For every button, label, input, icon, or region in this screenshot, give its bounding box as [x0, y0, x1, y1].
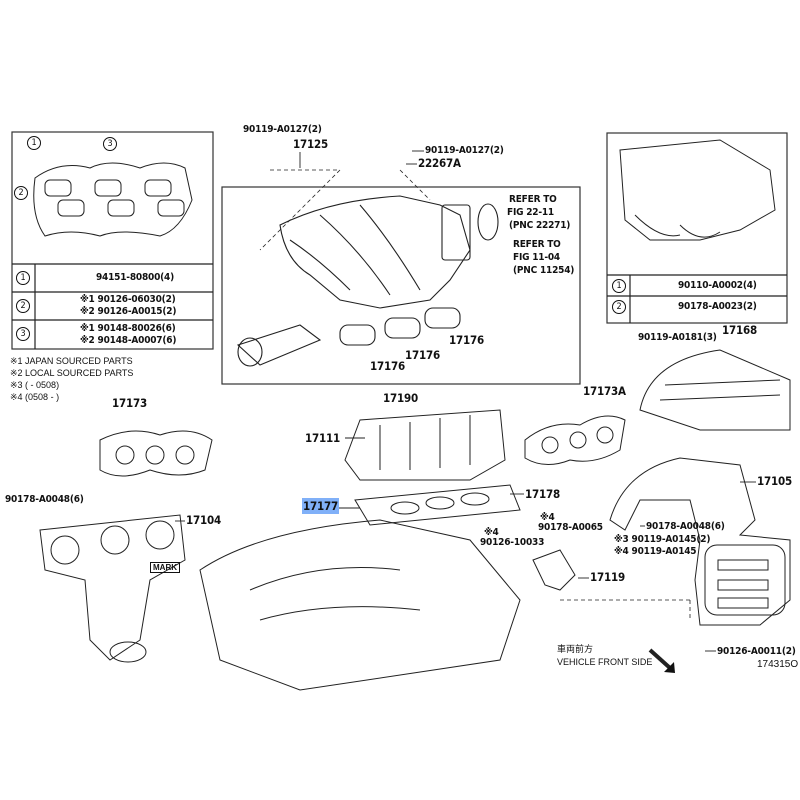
right-legend-num-2: 2 — [612, 300, 626, 314]
intake-manifold-frame — [221, 186, 581, 385]
refer-1-line-3: (PNC 22271) — [509, 220, 571, 231]
label-17111: 17111 — [305, 431, 340, 445]
label-17104: 17104 — [186, 513, 221, 527]
legend-part-94151-80800: 94151-80800(4) — [96, 272, 175, 283]
legend-part-90126-06030: ※1 90126-06030(2) — [80, 294, 176, 305]
label-stud-note: ※4 — [484, 527, 499, 538]
label-17176-c: 17176 — [449, 333, 484, 347]
label-nut-left: 90178-A0048(6) — [5, 494, 84, 505]
label-17119: 17119 — [590, 570, 625, 584]
label-nut-right: 90178-A0048(6) — [646, 521, 725, 532]
legend-part-90148-A0007: ※2 90148-A0007(6) — [80, 335, 177, 346]
refer-1-line-2: FIG 22-11 — [507, 207, 554, 218]
label-stud-90126-10033: 90126-10033 — [480, 537, 545, 548]
heat-insulator-17168 — [639, 349, 791, 431]
note-4: ※4 (0508 - ) — [10, 392, 60, 402]
exhaust-manifold-17105 — [609, 457, 791, 626]
note-3: ※3 ( - 0508) — [10, 380, 60, 390]
mark-box: MARK — [150, 562, 180, 573]
label-17173a: 17173A — [583, 384, 626, 398]
callout-2: 2 — [14, 186, 28, 200]
air-duct-sketch — [619, 139, 776, 241]
label-22267a: 22267A — [418, 156, 461, 170]
callout-1: 1 — [27, 136, 41, 150]
label-17176-b: 17176 — [405, 348, 440, 362]
label-17105: 17105 — [757, 474, 792, 488]
refer-2-line-2: FIG 11-04 — [513, 252, 560, 263]
label-17168: 17168 — [722, 323, 757, 337]
gasket-sketch-left-inset — [33, 162, 193, 237]
label-17177-highlighted[interactable]: 17177 — [302, 498, 339, 514]
label-17176-a: 17176 — [370, 359, 405, 373]
gasket-17173a — [524, 415, 626, 465]
label-17173: 17173 — [112, 396, 147, 410]
dashed-guides — [259, 169, 691, 620]
callout-3: 3 — [103, 137, 117, 151]
illustration-code: 174315O — [757, 659, 799, 670]
gasket-17173 — [99, 430, 213, 477]
legend-num-3: 3 — [16, 327, 30, 341]
label-17178: 17178 — [525, 487, 560, 501]
label-bolt-a0145-a: ※3 90119-A0145(2) — [614, 534, 711, 545]
label-17190: 17190 — [383, 391, 418, 405]
label-bolt-22267a: 90119-A0127(2) — [425, 145, 504, 156]
refer-1-line-1: REFER TO — [509, 194, 557, 205]
legend-num-1: 1 — [16, 271, 30, 285]
note-1: ※1 JAPAN SOURCED PARTS — [10, 356, 133, 366]
legend-part-90126-A0015: ※2 90126-A0015(2) — [80, 306, 177, 317]
left-inset-frame — [11, 131, 214, 350]
label-stud-right: 90126-A0011(2) — [717, 646, 796, 657]
right-legend-part-1: 90110-A0002(4) — [678, 280, 757, 291]
gasket-17177 — [354, 484, 521, 526]
note-2: ※2 LOCAL SOURCED PARTS — [10, 368, 134, 378]
front-label-en: VEHICLE FRONT SIDE — [557, 657, 653, 667]
lower-intake-17111 — [344, 409, 506, 481]
engine-block-outline — [199, 519, 521, 691]
leader-lines — [175, 150, 756, 652]
right-legend-part-2: 90178-A0023(2) — [678, 301, 757, 312]
front-label-jp: 車両前方 — [557, 644, 594, 654]
bracket-17119 — [532, 549, 576, 591]
legend-num-2: 2 — [16, 299, 30, 313]
intake-manifold-sketch — [236, 195, 499, 367]
front-arrow — [648, 648, 672, 670]
label-bolt-17125: 90119-A0127(2) — [243, 124, 322, 135]
label-17125: 17125 — [293, 137, 328, 151]
refer-2-line-1: REFER TO — [513, 239, 561, 250]
right-legend-num-1: 1 — [612, 279, 626, 293]
label-bolt-a0145-b: ※4 90119-A0145 — [614, 546, 697, 557]
exhaust-manifold-17104 — [39, 514, 186, 663]
label-nut-90178-a0065: 90178-A0065 — [538, 522, 603, 533]
label-bolt-17168: 90119-A0181(3) — [638, 332, 717, 343]
label-nut-note: ※4 — [540, 512, 555, 523]
refer-2-line-3: (PNC 11254) — [513, 265, 575, 276]
legend-part-90148-80026: ※1 90148-80026(6) — [80, 323, 176, 334]
right-inset-frame — [606, 132, 788, 324]
